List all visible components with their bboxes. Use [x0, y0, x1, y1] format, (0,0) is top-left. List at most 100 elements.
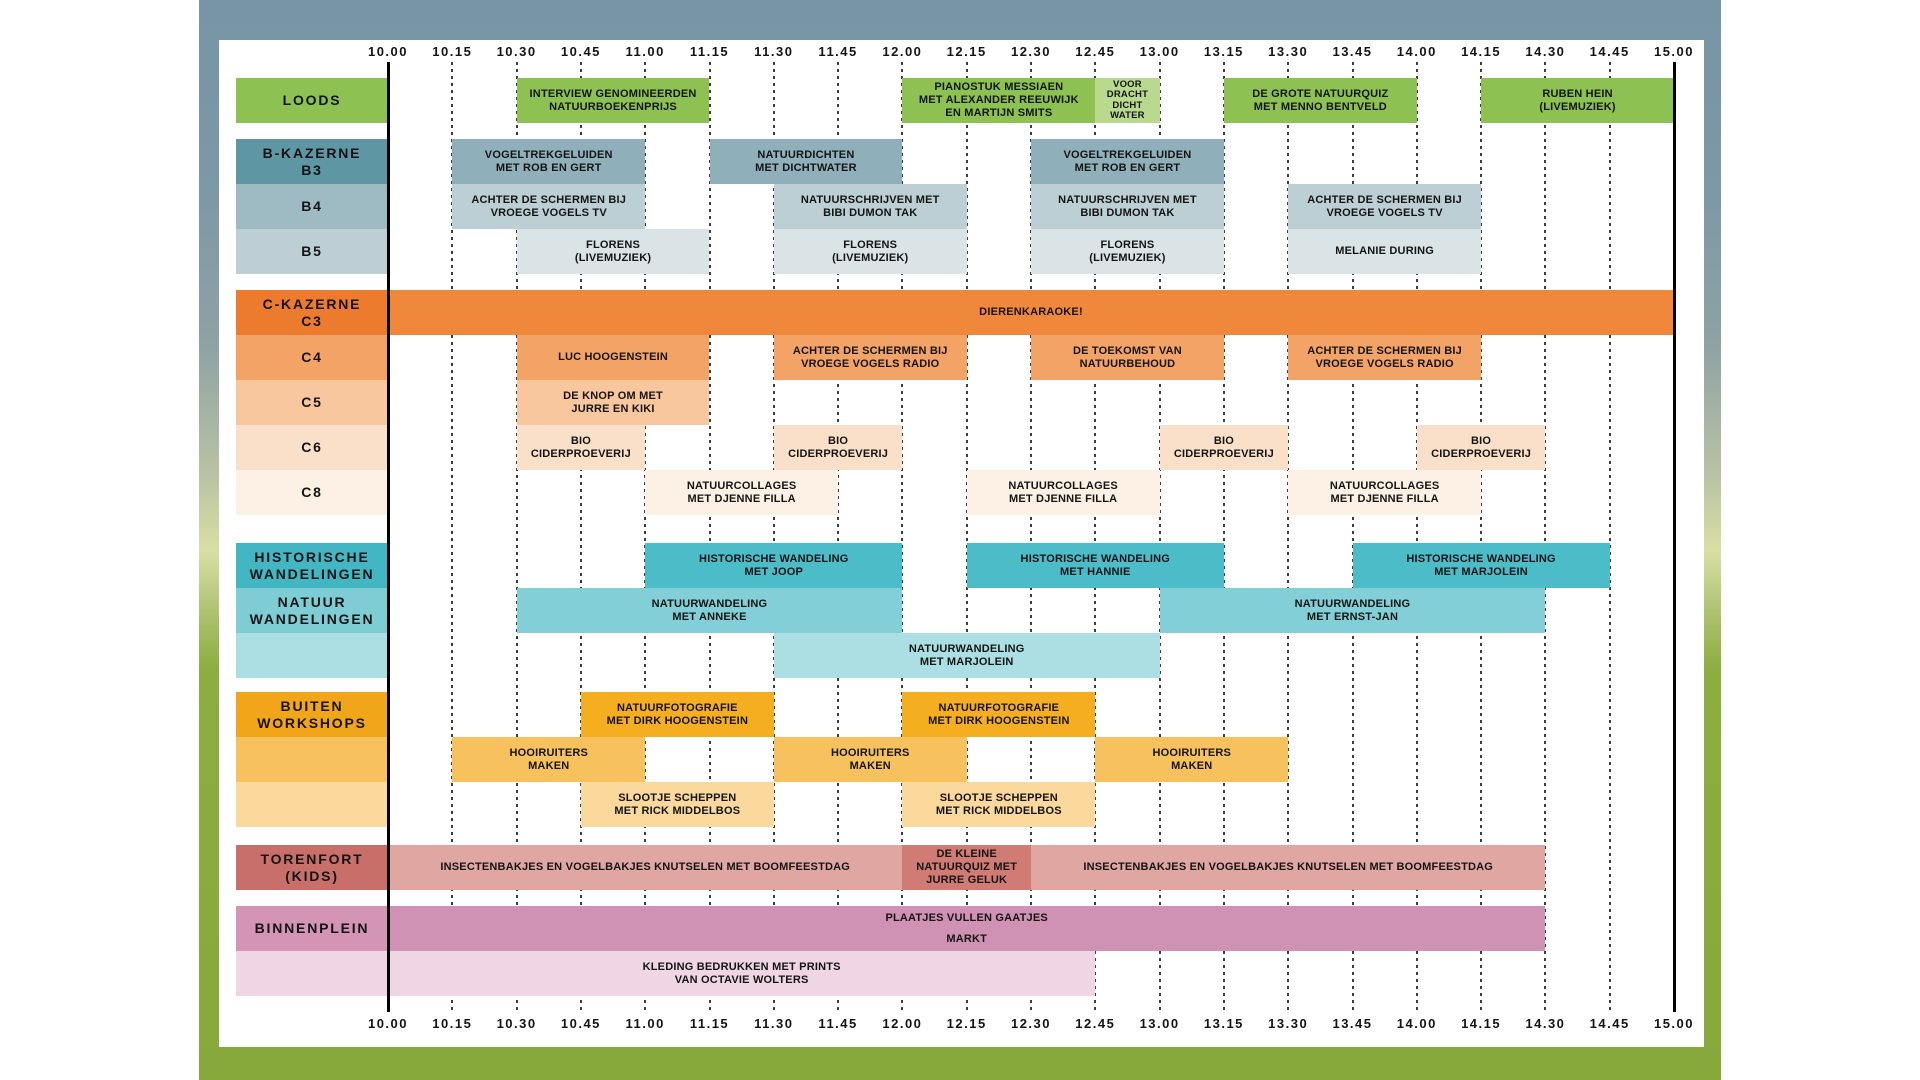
event-label: CIDERPROEVERIJ	[530, 447, 631, 460]
event-label: DE KNOP OM MET	[563, 389, 663, 402]
time-label-top-11.15: 11.15	[689, 44, 730, 59]
event-label: (LIVEMUZIEK)	[1089, 251, 1166, 264]
event-block: DIERENKARAOKE!	[388, 290, 1674, 335]
event-label: NATUURCOLLAGES	[1008, 479, 1118, 492]
row-label-c4: C4	[236, 335, 388, 380]
row-label-torenfort-kids: TORENFORT(KIDS)	[236, 845, 388, 890]
event-label: VOOR	[1113, 79, 1142, 90]
row-label-text: TORENFORT	[260, 850, 364, 867]
event-label: MAKEN	[528, 759, 570, 772]
event-label: SLOOTJE SCHEPPEN	[939, 791, 1058, 804]
grid-line-14.00	[1415, 62, 1418, 1012]
row-label-text: (KIDS)	[285, 867, 339, 884]
event-label: VROEGE VOGELS TV	[490, 206, 607, 219]
time-label-bottom-15.00: 15.00	[1653, 1016, 1695, 1031]
event-label: INTERVIEW GENOMINEERDEN	[529, 87, 697, 100]
time-label-bottom-11.00: 11.00	[625, 1016, 665, 1031]
time-label-bottom-13.00: 13.00	[1139, 1016, 1180, 1031]
time-label-bottom-11.45: 11.45	[818, 1016, 858, 1031]
event-label: VOGELTREKGELUIDEN	[1063, 148, 1192, 161]
event-label: KLEDING BEDRUKKEN MET PRINTS	[642, 960, 841, 973]
time-label-top-12.45: 12.45	[1075, 44, 1116, 59]
event-label: CIDERPROEVERIJ	[788, 447, 889, 460]
event-label: BIO	[1471, 434, 1492, 447]
event-label: MAKEN	[1171, 759, 1213, 772]
grid-line-13.15	[1222, 62, 1225, 1012]
time-label-bottom-11.30: 11.30	[754, 1016, 794, 1031]
event-label: DRACHT	[1106, 89, 1149, 101]
event-label: RUBEN HEIN	[1542, 87, 1613, 100]
event-label: MET MARJOLEIN	[919, 655, 1014, 668]
event-label: MET DJENNE FILLA	[1008, 492, 1118, 505]
event-block: RUBEN HEIN(LIVEMUZIEK)	[1481, 78, 1674, 123]
row-label-text: WORKSHOPS	[257, 714, 367, 731]
event-label: MET DICHTWATER	[755, 161, 857, 174]
event-label: ACHTER DE SCHERMEN BIJ	[792, 344, 948, 357]
grid-line-15.00	[1672, 62, 1676, 1012]
grid-line-10.45	[579, 62, 582, 1012]
event-label: BIO	[570, 434, 591, 447]
event-block: FLORENS(LIVEMUZIEK)	[516, 229, 710, 274]
event-label: MARKT	[946, 932, 988, 945]
row-label-text: BUITEN	[280, 697, 344, 714]
row-label-text: WANDELINGEN	[249, 565, 375, 582]
time-label-top-13.00: 13.00	[1139, 44, 1180, 59]
row-label-text: B5	[301, 243, 323, 260]
event-label: NATUURSCHRIJVEN MET	[1058, 193, 1197, 206]
row-label-text: C3	[301, 312, 323, 329]
grid-line-11.45	[837, 62, 840, 1012]
row-label-text: HISTORISCHE	[254, 548, 370, 565]
event-label: CIDERPROEVERIJ	[1431, 447, 1532, 460]
row-label-binnenplein-2	[236, 951, 388, 996]
event-label: MET ROB EN GERT	[1074, 161, 1181, 174]
event-label: VROEGE VOGELS RADIO	[801, 357, 940, 370]
time-label-top-13.30: 13.30	[1268, 44, 1309, 59]
row-label-b4: B4	[236, 184, 388, 229]
time-label-top-10.15: 10.15	[432, 44, 473, 59]
event-label: BIO	[1213, 434, 1234, 447]
event-label: MET ERNST-JAN	[1306, 610, 1399, 623]
event-label: PLAATJES VULLEN GAATJES	[885, 911, 1048, 924]
event-block: INSECTENBAKJES EN VOGELBAKJES KNUTSELEN …	[388, 845, 903, 890]
time-label-bottom-12.30: 12.30	[1010, 1016, 1052, 1031]
time-label-top-13.15: 13.15	[1203, 44, 1244, 59]
time-label-top-14.45: 14.45	[1589, 44, 1630, 59]
event-label: HISTORISCHE WANDELING	[699, 552, 849, 565]
grid-line-12.45	[1094, 62, 1097, 1012]
time-label-top-11.30: 11.30	[754, 44, 794, 59]
event-label: HOOIRUITERS	[1152, 746, 1232, 759]
time-label-top-14.30: 14.30	[1525, 44, 1566, 59]
row-label-c8: C8	[236, 470, 388, 515]
event-label: DIERENKARAOKE!	[979, 306, 1083, 319]
row-label-text: WANDELINGEN	[249, 610, 375, 627]
grid-line-11.15	[708, 62, 711, 1012]
time-label-top-10.00: 10.00	[367, 44, 409, 59]
time-label-top-10.45: 10.45	[560, 44, 601, 59]
time-label-top-14.00: 14.00	[1396, 44, 1437, 59]
event-label: MET MARJOLEIN	[1434, 565, 1528, 578]
event-label: HOOIRUITERS	[830, 746, 910, 759]
event-block: LUC HOOGENSTEIN	[516, 335, 710, 380]
time-label-top-15.00: 15.00	[1653, 44, 1695, 59]
grid-line-12.30	[1030, 62, 1032, 1012]
grid-line-12.15	[965, 62, 968, 1012]
event-label: NATUURFOTOGRAFIE	[616, 701, 738, 714]
